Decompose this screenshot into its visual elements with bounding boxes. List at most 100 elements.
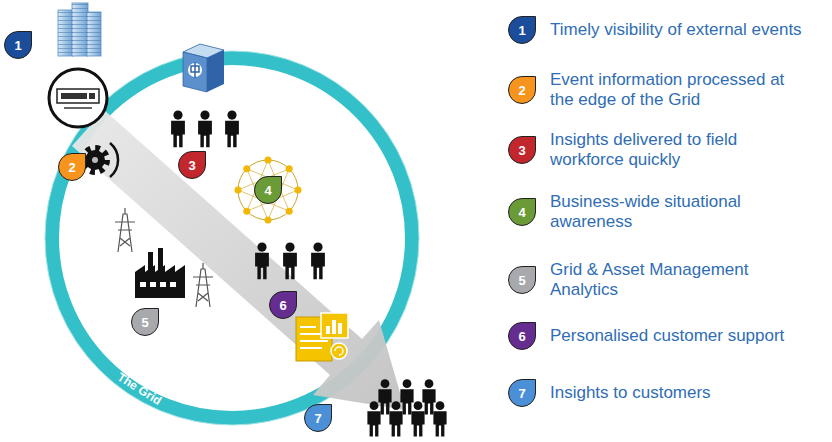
network-mesh [265, 217, 272, 224]
network-mesh [243, 165, 250, 172]
legend-text: Business-wide situational awareness [550, 192, 808, 233]
report-icon [332, 320, 336, 334]
pylon-symbol [115, 208, 135, 252]
customers [367, 401, 380, 436]
legend-text: Timely visibility of external events [550, 20, 808, 40]
customers [400, 379, 413, 414]
report-icon [338, 323, 342, 334]
network-mesh [286, 208, 293, 215]
legend-number: 5 [518, 274, 525, 287]
edge-gear [85, 150, 105, 170]
smart-meter [61, 93, 87, 99]
customers [367, 379, 446, 436]
callout-droplet: 3 [178, 151, 206, 179]
smart-meter [57, 89, 99, 103]
legend-number: 2 [518, 84, 525, 97]
legend-number: 4 [518, 206, 525, 219]
office-buildings [72, 3, 88, 56]
callout-droplet: 1 [4, 31, 32, 59]
edge-gear [83, 143, 118, 177]
report-icon [296, 317, 332, 361]
field-workforce [198, 110, 212, 147]
field-workforce [171, 110, 239, 147]
factory [135, 265, 185, 298]
customer-support [255, 242, 325, 279]
legend-swatch: 2 [508, 76, 536, 104]
pylon-symbol [115, 208, 135, 252]
legend-row: 6 Personalised customer support [508, 322, 808, 350]
network-mesh [238, 160, 298, 220]
network-mesh [265, 157, 272, 164]
factory [158, 248, 163, 274]
pylon-symbol [193, 263, 213, 307]
ring-band [52, 58, 412, 418]
factory [148, 252, 153, 274]
factory [140, 282, 146, 287]
legend-text: Insights delivered to field workforce qu… [550, 130, 808, 171]
callout-number: 2 [68, 161, 75, 174]
legend-swatch: 3 [508, 136, 536, 164]
network-mesh [235, 187, 242, 194]
report-icon [321, 313, 348, 338]
customers [389, 401, 402, 436]
legend-swatch: 4 [508, 198, 536, 226]
legend-number: 6 [518, 330, 525, 343]
callout-number: 3 [188, 159, 195, 172]
legend-swatch: 6 [508, 322, 536, 350]
office-buildings [58, 3, 101, 56]
callout-droplet: 7 [304, 404, 332, 432]
callout-number: 5 [141, 316, 148, 329]
report-icon [335, 347, 343, 355]
callout-number: 4 [264, 184, 271, 197]
legend-text: Event information processed at the edge … [550, 70, 808, 111]
legend-text: Personalised customer support [550, 326, 808, 346]
callout-droplet: 5 [131, 308, 159, 336]
callout-number: 1 [14, 39, 21, 52]
legend-number: 1 [518, 24, 525, 37]
legend-row: 2 Event information processed at the edge… [508, 70, 808, 111]
network-mesh [243, 208, 250, 215]
field-workforce [171, 110, 185, 147]
legend-number: 3 [518, 144, 525, 157]
report-icon [300, 326, 316, 328]
office-buildings [72, 3, 88, 56]
smart-meter [89, 93, 95, 99]
network-mesh [238, 160, 298, 220]
factory [170, 282, 176, 287]
report-icon [331, 343, 347, 359]
office-buildings [87, 12, 101, 56]
report-icon [300, 347, 322, 349]
callout-number: 6 [279, 299, 286, 312]
customers [411, 401, 424, 436]
edge-gear [92, 157, 98, 163]
factory [150, 282, 156, 287]
legend-row: 7Insights to customers [508, 379, 808, 407]
customers [422, 379, 435, 414]
grid-ring: The Grid [42, 48, 422, 428]
report-icon [300, 340, 328, 342]
office-buildings [87, 12, 101, 56]
callout-droplet: 6 [269, 291, 297, 319]
customer-support [283, 242, 297, 279]
callout-number: 7 [314, 412, 321, 425]
ring-edge [45, 51, 419, 425]
legend-text: Grid & Asset Management Analytics [550, 260, 808, 301]
customers [378, 379, 391, 414]
report-icon [296, 313, 348, 361]
factory [160, 282, 166, 287]
ring-outline [42, 48, 422, 428]
edge-gear [83, 148, 107, 172]
smart-meter [64, 107, 92, 109]
factory [135, 248, 185, 298]
customer-support [311, 242, 325, 279]
legend-row: 5 Grid & Asset Management Analytics [508, 260, 808, 301]
edge-gear [110, 143, 118, 177]
network-mesh [295, 187, 302, 194]
customers [433, 401, 446, 436]
network-mesh [286, 165, 293, 172]
network-mesh [235, 157, 302, 224]
legend-swatch: 5 [508, 266, 536, 294]
report-icon [300, 333, 328, 335]
office-buildings [58, 10, 73, 56]
